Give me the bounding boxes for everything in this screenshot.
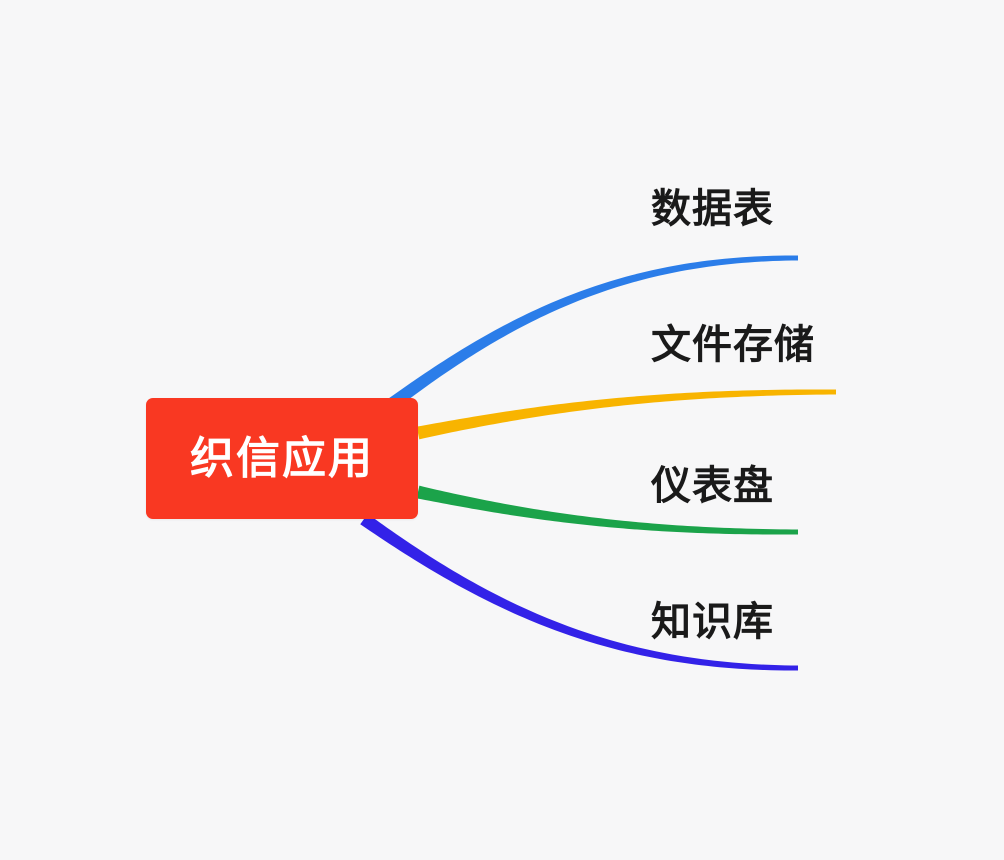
central-node-label: 织信应用 xyxy=(190,432,374,484)
branch-curve-knowledge-base xyxy=(360,513,798,671)
branch-curve-dashboard xyxy=(416,485,798,535)
branch-curve-file-storage xyxy=(416,389,836,440)
branch-label-knowledge-base[interactable]: 知识库 xyxy=(651,599,774,645)
branch-label-dashboard[interactable]: 仪表盘 xyxy=(651,463,774,509)
central-node-zhixin-app[interactable]: 织信应用 xyxy=(146,398,418,519)
branch-label-data-table[interactable]: 数据表 xyxy=(651,186,774,232)
branch-label-file-storage[interactable]: 文件存储 xyxy=(651,322,815,368)
